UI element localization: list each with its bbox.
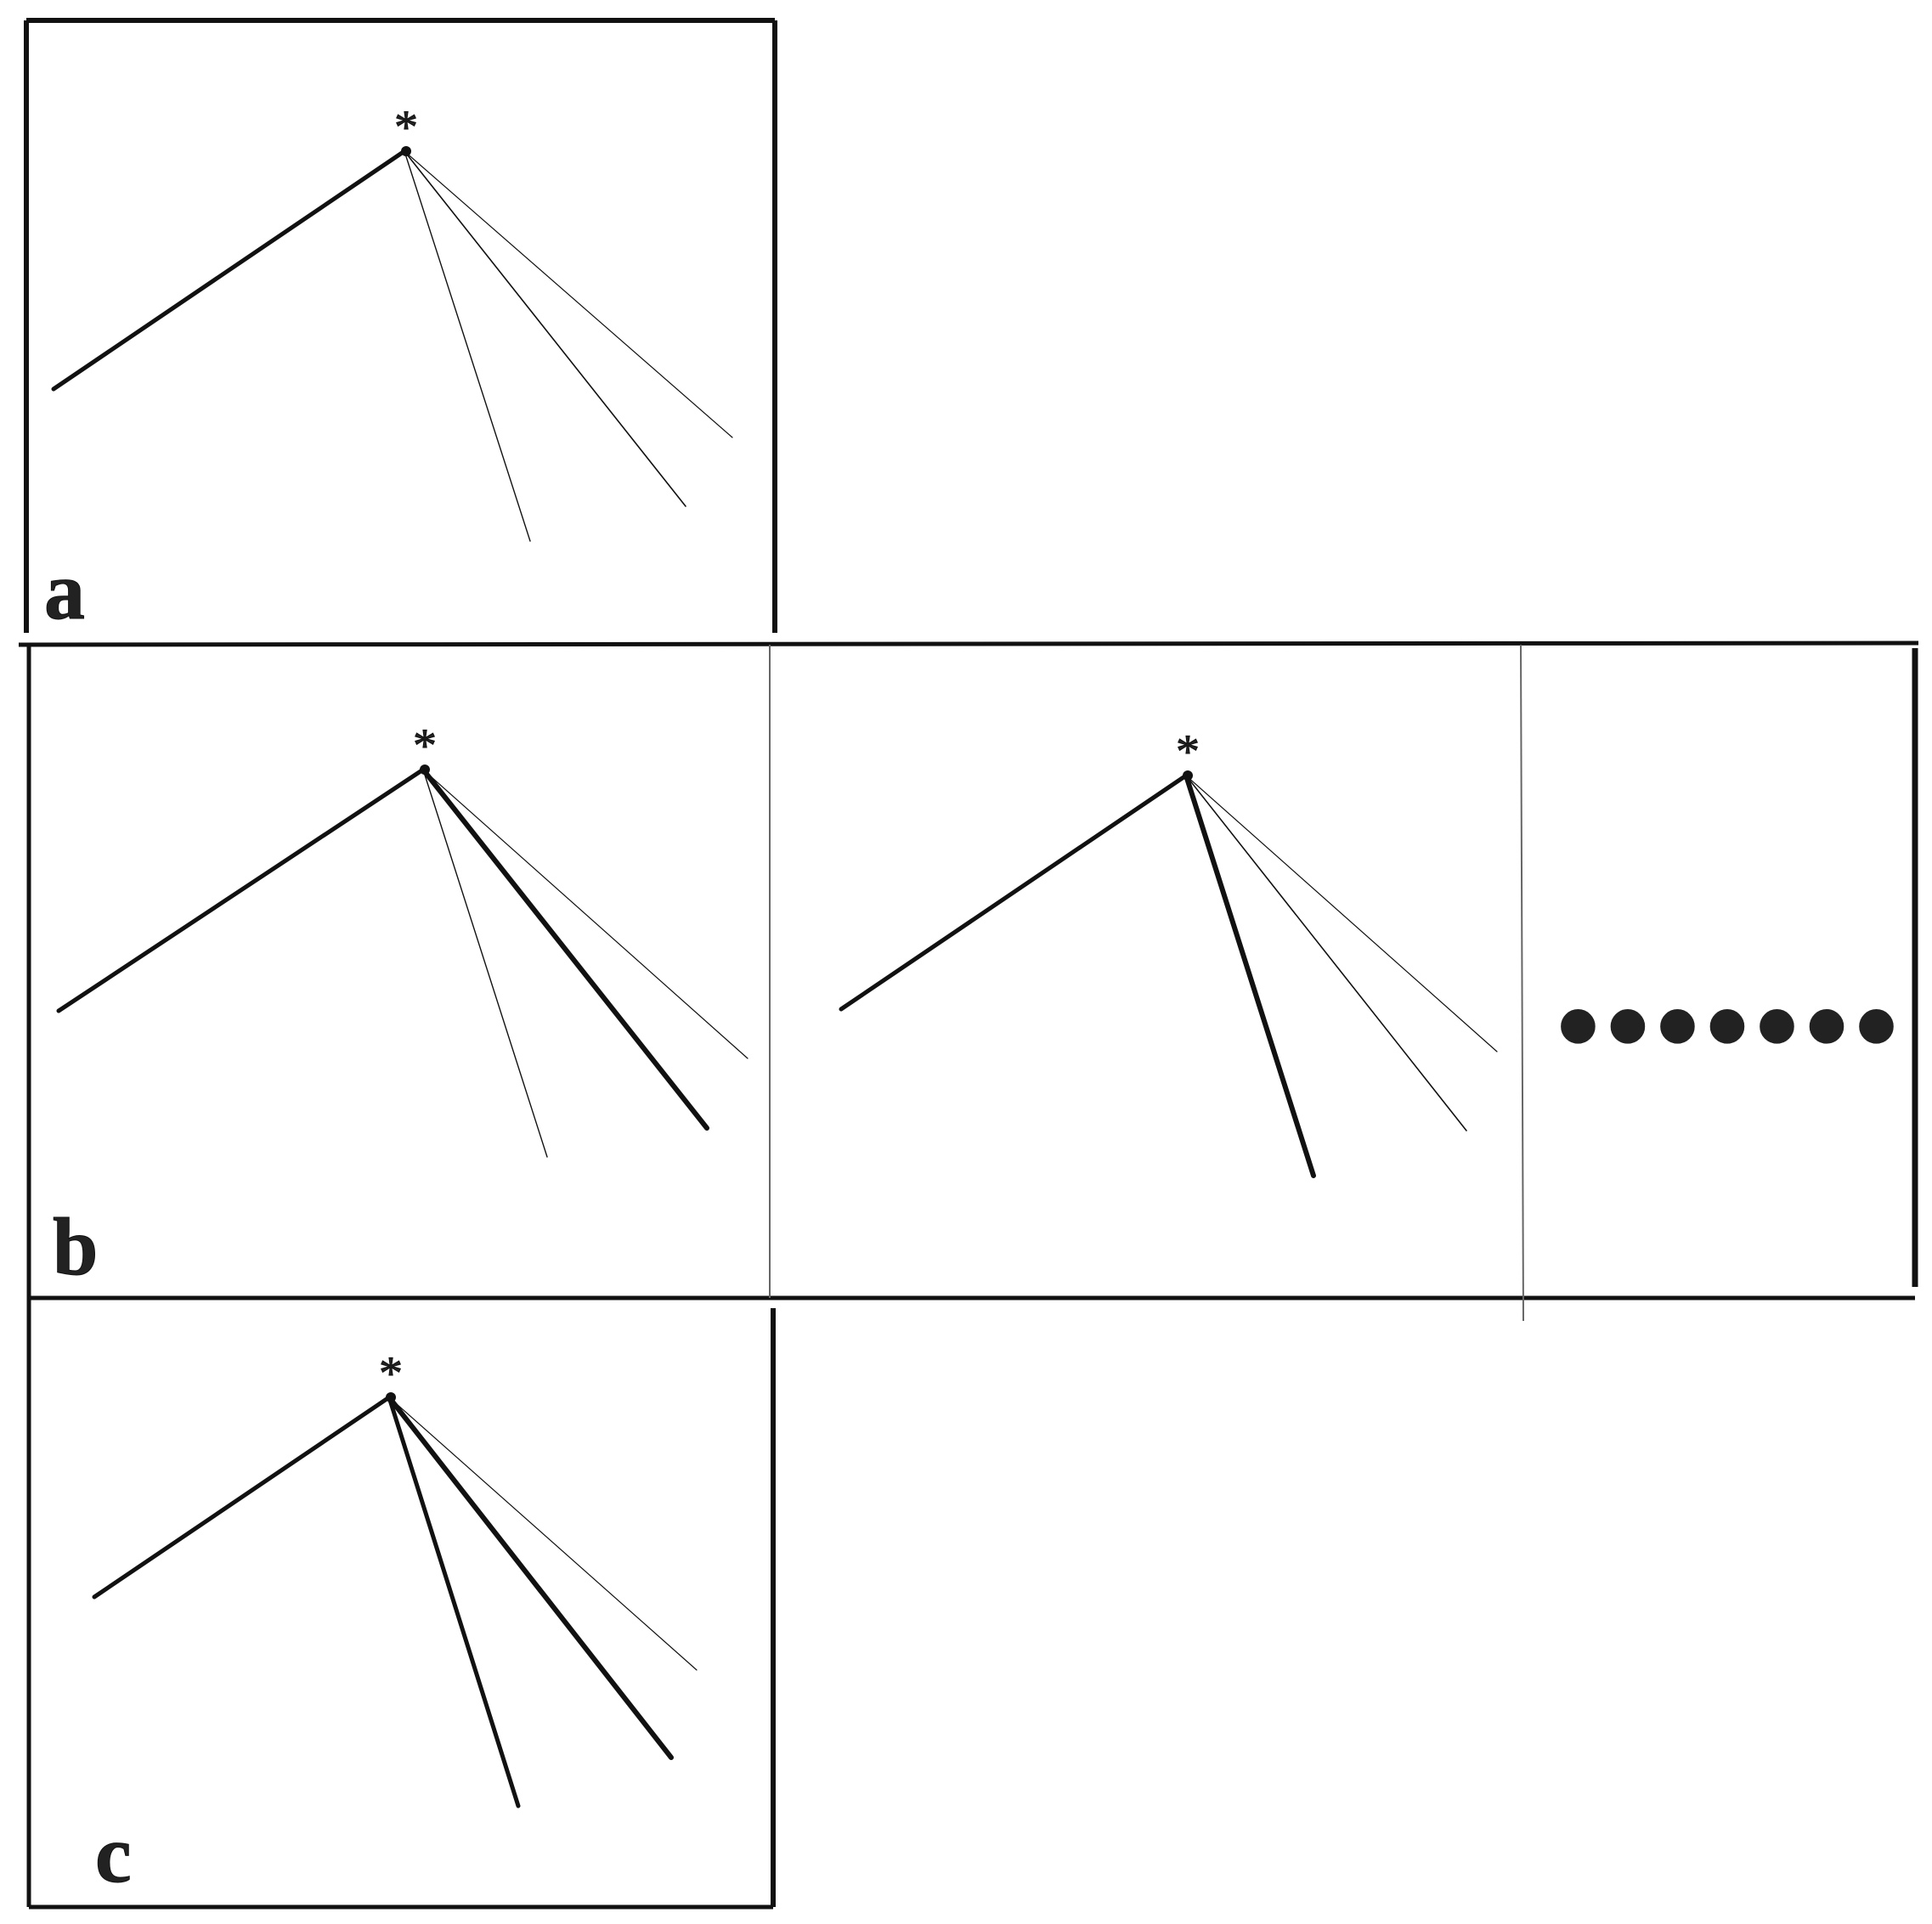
panel-b-label: b: [53, 1201, 98, 1292]
panel-a-left-branch: [51, 149, 407, 392]
panel-a-apex-node: [401, 146, 411, 156]
panel-b1-apex-node: [420, 765, 430, 775]
panel-c-branch-3: [388, 1396, 698, 1671]
panel-c-apex-marker: *: [379, 1347, 403, 1400]
panel-b-1: * b: [53, 719, 749, 1293]
panel-c: * c: [92, 1347, 698, 1900]
panel-b2-branch-2: [1185, 775, 1467, 1131]
panel-a-apex-marker: *: [394, 101, 418, 154]
panel-c-branch-1-thick: [387, 1395, 521, 1808]
panel-b-top-border: [18, 640, 1919, 647]
panel-a-label: a: [44, 545, 85, 636]
panel-c-left-branch: [92, 1395, 392, 1600]
panel-b2-branch-1-thick: [1183, 773, 1316, 1178]
panel-b1-left-branch: [56, 767, 426, 1013]
panel-b1-branch-3: [422, 769, 749, 1059]
panel-b1-branch-2-thick: [421, 767, 709, 1131]
panel-b2-left-branch: [839, 773, 1189, 1012]
panel-b2-apex-node: [1183, 770, 1193, 781]
panel-c-apex-node: [386, 1392, 396, 1402]
panel-a: * a: [44, 101, 733, 637]
panel-a-branch-1: [404, 150, 531, 542]
panel-b-3: •••••••: [1556, 956, 1904, 1097]
panel-b-2: *: [839, 725, 1498, 1178]
panel-b1-apex-marker: *: [413, 719, 437, 772]
panel-a-branch-3: [404, 150, 733, 438]
panel-b-divider-2: [1520, 644, 1524, 1322]
panel-a-branch-2: [404, 150, 686, 507]
panel-c-branch-2-thick: [387, 1395, 674, 1760]
panel-c-label: c: [95, 1808, 132, 1899]
panel-b2-branch-3: [1185, 775, 1498, 1052]
panel-frames: [18, 18, 1919, 1910]
panel-b2-apex-marker: *: [1176, 725, 1200, 778]
continuation-ellipsis: •••••••: [1556, 956, 1904, 1097]
panel-b1-branch-1: [422, 769, 548, 1158]
